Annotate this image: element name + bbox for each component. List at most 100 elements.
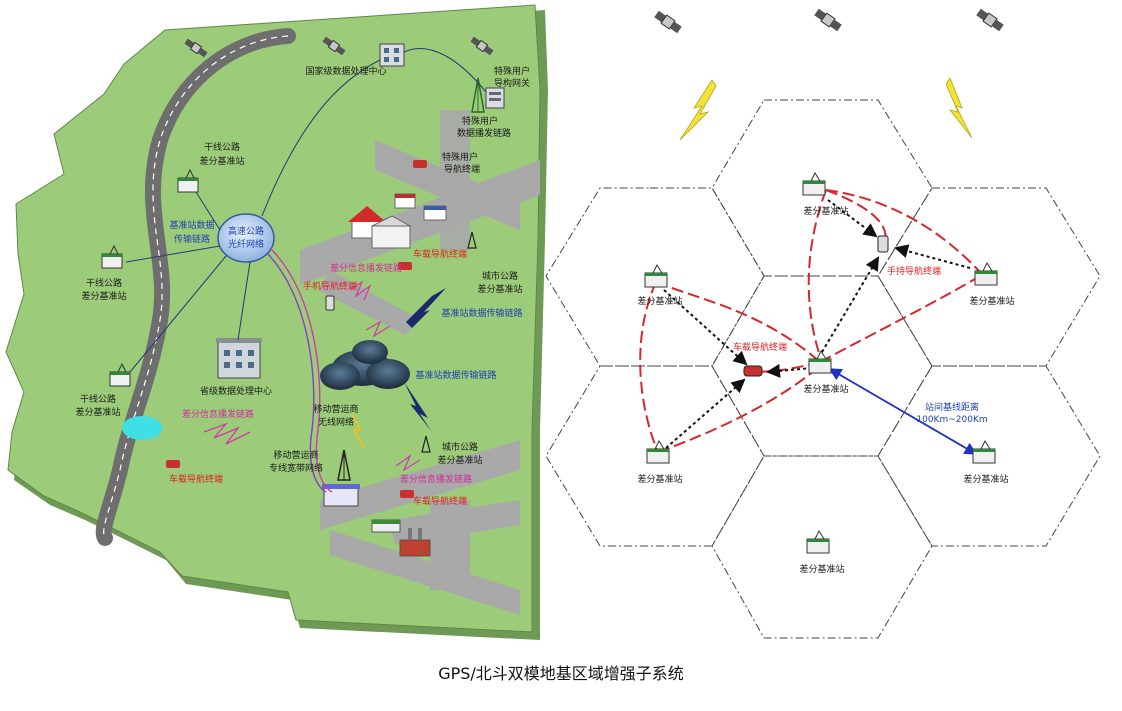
diff-broadcast-label-1: 差分信息播发链路 [330,262,402,274]
city-road-lower-a [320,440,520,530]
base-station-icon [808,349,832,374]
trunk-station-mid-label-1: 干线公路 [86,277,122,289]
fiber-network-node [217,213,275,263]
national-center-building [379,43,405,67]
base-data-link-label-1: 基准站数据 [169,219,214,231]
special-terminal-label-2: 导航终端 [444,163,480,175]
small-building-a [394,193,416,209]
lake [122,416,162,440]
vehicle-terminal-label-right: 车载导航终端 [733,341,787,353]
low-building [371,519,401,533]
special-terminal-label-1: 特殊用户 [442,151,478,163]
city-station-2-label-1: 城市公路 [442,441,478,453]
special-broadcast-label-1: 特殊用户 [462,115,498,127]
satellite-icon [470,36,494,56]
lightning-bolt-icon [679,79,717,141]
base-station-icon [646,439,670,464]
hex-cell [545,365,765,547]
station-label-lower-right: 差分基准站 [963,473,1008,485]
station-label-center: 差分基准站 [803,383,848,395]
hex-cell [711,455,933,639]
diff-info-links [639,189,981,453]
lightning-bolt-icon [406,288,446,328]
base-station-icon [802,171,826,196]
city-road-lower-d [390,500,520,545]
city-station-1-label-2: 差分基准站 [477,283,522,295]
terminal-data-arrows [663,199,971,449]
satellite-icon [654,10,682,34]
broadcast-zigzag [351,413,365,449]
city-road-lower-b [330,530,520,615]
car-icon [743,365,763,377]
trunk-station-low-label-1: 干线公路 [80,393,116,405]
lightning-bolt-icon [945,77,973,139]
base-station-icon [177,168,199,193]
special-gateway-label-2: 导构网关 [494,77,530,89]
trunk-station-top-label-1: 干线公路 [204,141,240,153]
provincial-center-label: 省级数据处理中心 [200,385,272,397]
satellite-icon [814,8,842,32]
satellite-icon [976,8,1004,32]
broadcast-zigzag [203,422,251,445]
fiber-links [125,48,487,373]
mobile-broadband-label-2: 专线宽带网络 [269,462,323,474]
handheld-terminal-label: 手持导航终端 [887,265,941,277]
car-icon [398,262,412,270]
city-station-1-label-1: 城市公路 [482,270,518,282]
trunk-station-top-label-2: 差分基准站 [199,155,244,167]
special-broadcast-label-2: 数据播发链路 [457,127,511,139]
storm-cloud [320,340,410,390]
phone-terminal-label: 手机导航终端 [303,280,357,292]
diff-broadcast-label-3: 差分信息播发链路 [400,473,472,485]
fiber-network-label-1: 高速公路 [228,225,264,237]
car-icon [166,460,180,468]
broadcast-zigzag [395,454,421,472]
radio-tower-icon [471,77,485,113]
small-building-b [423,205,447,221]
station-label-left: 差分基准站 [637,295,682,307]
radio-tower-icon [421,435,431,453]
satellite-icon [184,38,208,58]
trunk-station-low-label-2: 差分基准站 [75,406,120,418]
lightning-bolt-icon [404,382,432,432]
vehicle-terminal-label-3: 车载导航终端 [169,473,223,485]
station-label-right: 差分基准站 [969,295,1014,307]
handheld-device-icon [877,235,889,253]
base-station-icon [101,244,123,269]
city-road-upper-c [440,110,470,250]
diff-broadcast-label-2: 差分信息播发链路 [182,408,254,420]
city-station-2-label-2: 差分基准站 [437,454,482,466]
satellite-icon [322,36,346,56]
base-station-icon [806,529,830,554]
broadband-fiber-1 [267,253,327,493]
fiber-network-label-2: 光纤网络 [228,238,264,250]
factory [399,528,431,557]
gateway-server [485,87,505,109]
radio-tower-icon [337,449,351,481]
mobile-broadband-label-1: 移动营运商 [273,449,318,461]
broadband-fiber-2 [271,249,333,493]
station-label-bottom: 差分基准站 [799,563,844,575]
baseline-distance-line [828,368,977,455]
special-gateway-label-1: 特殊用户 [494,65,530,77]
mobile-wireless-label-1: 移动营运商 [313,403,358,415]
base-data-link-2-label: 基准站数据传输链路 [441,307,522,319]
provincial-center-building [216,338,262,379]
hex-grid [545,99,1101,639]
base-station-icon [644,263,668,288]
vehicle-terminal-label-2: 车载导航终端 [413,495,467,507]
warehouse [371,215,412,249]
station-label-top: 差分基准站 [803,205,848,217]
base-station-icon [109,362,131,387]
broadcast-zigzag [365,320,391,338]
city-road-upper-b [300,160,540,285]
highway-center-line [103,35,289,539]
car-icon [400,490,414,498]
broadcast-zigzag [349,280,372,301]
broadband-building [322,484,360,507]
regional-map: 国家级数据处理中心 特殊用户 导构网关 特殊用户 数据播发链路 特殊用户 导航终… [5,4,548,640]
national-center-label: 国家级数据处理中心 [305,65,386,77]
base-station-icon [974,261,998,286]
base-data-link-3-label: 基准站数据传输链路 [415,369,496,381]
